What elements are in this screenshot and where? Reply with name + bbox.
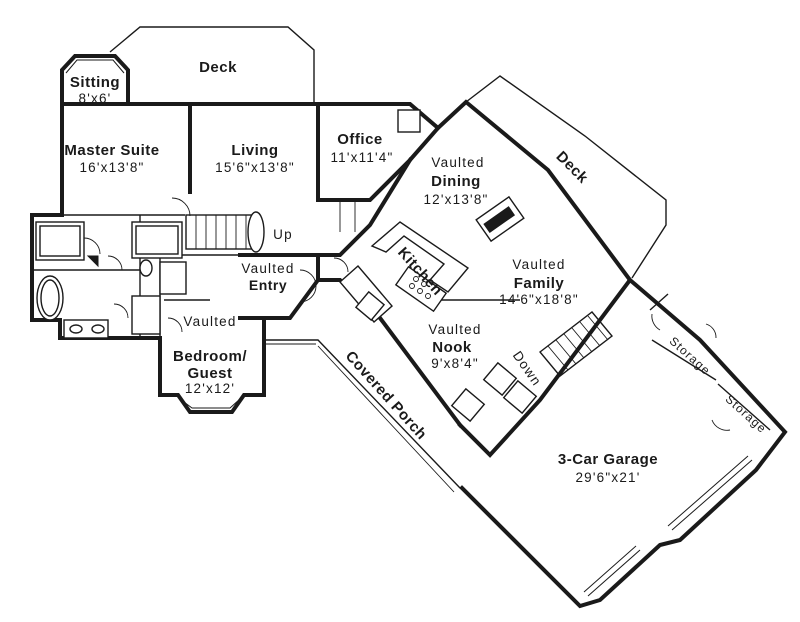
family-qualifier: Vaulted: [512, 257, 566, 272]
office-walls: [316, 102, 441, 232]
dining-table: [475, 195, 525, 243]
family-label: Family: [513, 275, 565, 292]
bedroom-label-2: Guest: [187, 365, 233, 382]
nook-size: 9'x8'4": [431, 356, 479, 371]
stairs-up: [185, 211, 265, 253]
office-label: Office: [337, 131, 383, 148]
family-size: 14'6"x18'8": [499, 292, 579, 307]
master-suite-label: Master Suite: [64, 142, 160, 159]
master-bath: [35, 221, 187, 339]
nook-qualifier: Vaulted: [428, 322, 482, 337]
dining-size: 12'x13'8": [423, 192, 489, 207]
deck-right: [465, 75, 667, 279]
entry-label: Entry: [248, 277, 288, 293]
office-size: 11'x11'4": [330, 150, 394, 165]
garage-size: 29'6"x21': [575, 470, 641, 485]
living-label: Living: [231, 142, 279, 159]
bedroom-size: 12'x12': [184, 381, 236, 396]
west-wing-walls: [30, 102, 320, 340]
deck-top-label: Deck: [199, 59, 237, 76]
bedroom-qualifier: Vaulted: [183, 314, 237, 329]
kitchen-fixtures: [339, 221, 470, 323]
garage-walls: [459, 277, 788, 609]
stairs-down: [538, 311, 614, 377]
bedroom-label: Bedroom/: [172, 348, 248, 365]
nook-label: Nook: [432, 339, 472, 356]
master-suite-size: 16'x13'8": [79, 160, 145, 175]
laundry: [450, 361, 538, 423]
dining-label: Dining: [431, 173, 481, 190]
garage-label: 3-Car Garage: [557, 451, 659, 468]
stairs-up-label: Up: [273, 227, 293, 242]
dining-qualifier: Vaulted: [431, 155, 485, 170]
sitting-label: Sitting: [69, 74, 121, 91]
door-swings: [83, 197, 731, 431]
living-size: 15'6"x13'8": [215, 160, 295, 175]
covered-porch-outline: [264, 339, 461, 493]
entry-qualifier: Vaulted: [241, 261, 295, 276]
sitting-size: 8'x6': [78, 91, 112, 106]
